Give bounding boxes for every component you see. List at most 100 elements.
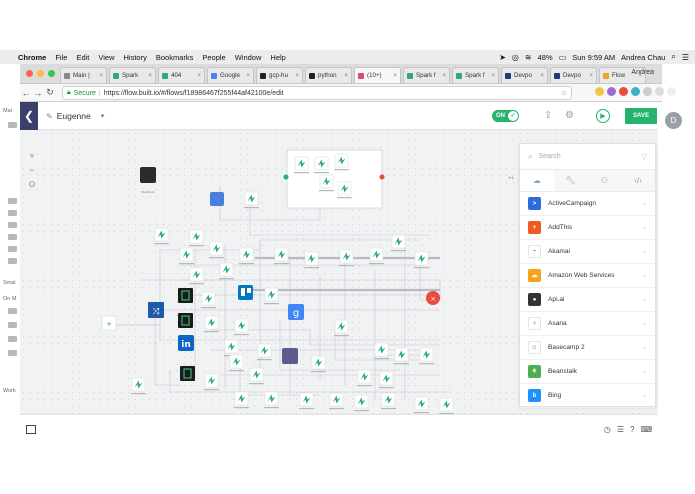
zoom-out-icon[interactable]: − <box>29 165 35 175</box>
spark-node[interactable] <box>264 287 279 305</box>
menu-view[interactable]: View <box>98 52 115 62</box>
spark-node[interactable] <box>239 247 254 265</box>
zoom-in-icon[interactable]: + <box>29 151 35 161</box>
back-to-flows-button[interactable]: ❮ <box>20 102 38 130</box>
spark-node[interactable] <box>391 234 406 252</box>
wifi-icon[interactable]: ≋ <box>524 52 532 62</box>
dark-node[interactable] <box>178 313 193 328</box>
service-item[interactable]: ~Akamai⌄ <box>520 240 655 264</box>
notification-center-icon[interactable]: ☰ <box>681 52 689 62</box>
error-handler-node[interactable]: × <box>426 291 440 305</box>
clock[interactable]: Sun 9:59 AM <box>572 52 616 62</box>
dark-node[interactable] <box>180 366 195 381</box>
browser-tab[interactable]: Devpo× <box>501 67 548 83</box>
spark-node[interactable] <box>319 174 334 192</box>
close-tab-icon[interactable]: × <box>197 72 201 79</box>
reload-icon[interactable]: ↻ <box>46 87 54 97</box>
browser-tab[interactable]: gcp-hu× <box>256 67 303 83</box>
spark-node[interactable] <box>334 319 349 337</box>
spark-node[interactable] <box>154 227 169 245</box>
flow-on-toggle[interactable]: ON ✓ <box>492 110 519 122</box>
spark-node[interactable] <box>419 347 434 365</box>
close-tab-icon[interactable]: × <box>246 72 250 79</box>
close-tab-icon[interactable]: × <box>491 72 495 79</box>
menu-file[interactable]: File <box>55 52 68 62</box>
menu-edit[interactable]: Edit <box>76 52 90 62</box>
spark-node[interactable] <box>414 251 429 269</box>
service-item[interactable]: +AddThis⌄ <box>520 216 655 240</box>
spark-node[interactable] <box>249 367 264 385</box>
menu-people[interactable]: People <box>202 52 226 62</box>
spark-node[interactable] <box>264 391 279 409</box>
sync-icon[interactable]: ◎ <box>511 52 519 62</box>
logs-icon[interactable]: ☰ <box>616 425 624 434</box>
spark-node[interactable] <box>189 267 204 285</box>
chevron-down-icon[interactable]: ⌄ <box>641 393 647 399</box>
extension-icon[interactable] <box>595 87 604 96</box>
location-icon[interactable]: ➤ <box>499 52 506 62</box>
spark-node[interactable] <box>354 394 369 412</box>
spark-node[interactable] <box>339 249 354 267</box>
extension-icon[interactable] <box>619 87 628 96</box>
close-tab-icon[interactable]: × <box>589 72 593 79</box>
collapse-panel-icon[interactable]: ⇿ <box>508 175 514 182</box>
menu-window[interactable]: Window <box>234 52 262 62</box>
twitter-dm-node[interactable] <box>282 348 298 364</box>
chevron-down-icon[interactable]: ⌄ <box>641 249 647 255</box>
calendar-node[interactable] <box>210 192 224 206</box>
minimize-window-button[interactable] <box>37 70 44 77</box>
google-node[interactable]: g <box>288 304 304 320</box>
browser-tab[interactable]: python× <box>305 67 352 83</box>
shuffle-node[interactable]: ⤨ <box>148 302 164 318</box>
browser-tab[interactable]: (10+)× <box>354 67 401 83</box>
spark-node[interactable] <box>369 247 384 265</box>
menu-bookmarks[interactable]: Bookmarks <box>155 52 194 62</box>
spark-node[interactable] <box>204 315 219 333</box>
spark-node[interactable] <box>381 392 396 410</box>
start-trigger-node[interactable]: Webhook <box>140 167 156 194</box>
spark-node[interactable] <box>337 181 352 199</box>
spark-node[interactable] <box>394 347 409 365</box>
browser-tab[interactable]: Main |× <box>60 67 107 83</box>
flow-canvas[interactable]: Webhook ⤨ g in × + + − ⊙ ⇿ ⌕ Search <box>20 130 658 414</box>
browser-tab[interactable]: 404× <box>158 67 205 83</box>
filter-icon[interactable]: ▽ <box>641 153 647 161</box>
close-tab-icon[interactable]: × <box>148 72 152 79</box>
code-icon[interactable]: ‹/› <box>634 176 642 185</box>
chevron-down-icon[interactable]: ⌄ <box>641 225 647 231</box>
fit-to-screen-icon[interactable]: ⊙ <box>28 179 36 189</box>
close-tab-icon[interactable]: × <box>540 72 544 79</box>
spotlight-icon[interactable]: ⌕ <box>671 52 676 61</box>
battery-icon[interactable]: ▭ <box>558 52 567 62</box>
search-input[interactable]: Search <box>538 153 561 160</box>
close-tab-icon[interactable]: × <box>393 72 397 79</box>
chevron-down-icon[interactable]: ⌄ <box>641 369 647 375</box>
extension-icon[interactable] <box>643 87 652 96</box>
user-name[interactable]: Andrea Chau <box>621 52 666 62</box>
chrome-menu-icon[interactable] <box>667 87 676 96</box>
flow-name[interactable]: ✎ Eugenne ▾ <box>46 111 104 121</box>
service-item[interactable]: ⁘Asana⌄ <box>520 312 655 336</box>
linkedin-node[interactable]: in <box>178 335 194 351</box>
browser-tab[interactable]: Spark f× <box>403 67 450 83</box>
spark-node[interactable] <box>244 191 259 209</box>
close-tab-icon[interactable]: × <box>344 72 348 79</box>
extension-icon[interactable] <box>655 87 664 96</box>
input-node[interactable]: + <box>101 315 117 331</box>
spark-node[interactable] <box>179 247 194 265</box>
extension-icon[interactable] <box>631 87 640 96</box>
close-tab-icon[interactable]: × <box>442 72 446 79</box>
console-icon[interactable] <box>26 425 36 434</box>
service-item[interactable]: >ActiveCampaign⌄ <box>520 192 655 216</box>
dark-node[interactable] <box>178 288 193 303</box>
gear-icon[interactable]: ⚙ <box>565 110 574 121</box>
spark-node[interactable] <box>374 342 389 360</box>
browser-tab[interactable]: Spark f× <box>452 67 499 83</box>
keyboard-icon[interactable]: ⌨ <box>640 425 652 434</box>
spark-node[interactable] <box>294 156 309 174</box>
spark-node[interactable] <box>299 392 314 410</box>
browser-tab[interactable]: Devpo× <box>550 67 597 83</box>
device-icon[interactable]: ⚇ <box>600 176 608 185</box>
flow-name-text[interactable]: Eugenne <box>56 111 91 121</box>
